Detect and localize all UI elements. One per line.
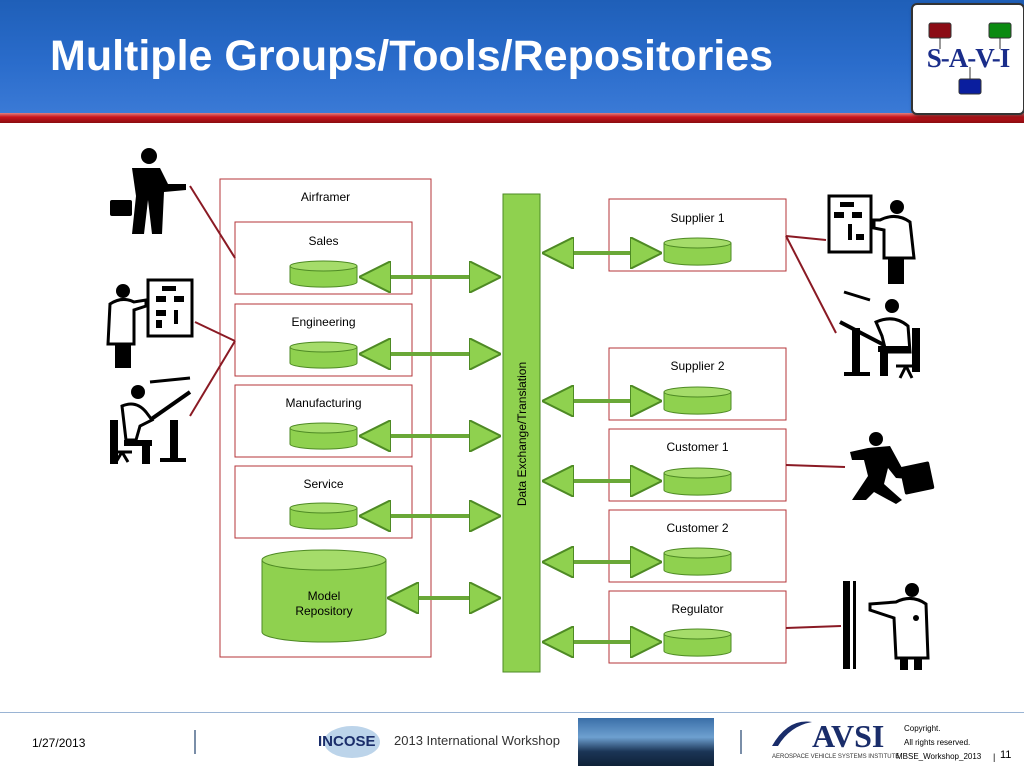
savi-logo: S-A-V-I [911,3,1024,115]
manufacturing-label: Manufacturing [285,396,362,410]
customer-1-repository-icon [663,467,732,496]
designer-connector [189,340,236,417]
manufacturing-repository-icon [289,422,358,450]
avsi-logo [768,716,892,764]
supplier-1-repository-icon [663,237,732,266]
header-divider [0,113,1024,123]
supplier-designer-icon [839,290,920,379]
sales-repository-icon [289,260,358,288]
footer-page-separator: | [993,752,996,762]
engineer-connector [194,321,236,342]
running-customer-icon [850,432,935,504]
avsi-swoosh-icon [772,721,812,746]
slide-header [0,0,1024,114]
incose-logo [316,720,386,764]
supplier-2-label: Supplier 2 [670,359,725,373]
copyright-line1: Copyright. [904,724,941,733]
sales-person-connector [189,185,236,259]
city-skyline-image [578,718,714,766]
footer-divider [0,712,1024,713]
model-repository-label-line2: Repository [295,604,353,618]
engineering-repository-icon [289,341,358,369]
supplier-1-label: Supplier 1 [670,211,725,225]
supplier-designer-connector [785,235,837,334]
footer-separators [194,730,742,754]
engineering-label: Engineering [291,315,356,329]
drafting-designer-icon [110,376,192,464]
customer-2-repository-icon [663,547,732,576]
model-repository-label-line1: Model [307,589,341,603]
service-label: Service [303,477,344,491]
copyright-line2: All rights reserved. [904,738,971,747]
supplier-engineer-icon [827,194,916,284]
customer-connector [785,464,846,468]
service-repository-icon [289,502,358,530]
avsi-subtitle: AEROSPACE VEHICLE SYSTEMS INSTITUTE [772,754,900,760]
model-repository-icon [261,549,387,643]
incose-logo-text: INCOSE [318,733,376,750]
avsi-logo-text: AVSI [812,718,885,754]
sales-label: Sales [308,234,339,248]
regulator-doctor-icon [843,581,930,670]
supplier-2-repository-icon [663,386,732,415]
customer-2-label: Customer 2 [666,521,729,535]
footer-filename: MBSE_Workshop_2013 [896,752,982,761]
workshop-title: 2013 International Workshop [394,733,560,748]
page-number: 11 [1000,749,1012,761]
footer-date: 1/27/2013 [32,736,86,750]
businessman-icon [110,148,186,234]
slide-title: Multiple Groups/Tools/Repositories [50,32,774,80]
savi-logo-graphic [928,22,1012,95]
data-exchange-bar [502,193,541,673]
supplier-engineer-connector [785,235,827,241]
regulator-connector [785,625,842,629]
airframer-label: Airframer [300,190,351,204]
regulator-repository-icon [663,628,732,657]
savi-logo-text: S-A-V-I [926,43,1011,73]
regulator-label: Regulator [671,602,724,616]
incose-globe-icon [324,726,380,758]
data-exchange-label: Data Exchange/Translation [515,361,529,507]
engineer-with-chart-icon [106,278,194,368]
customer-1-label: Customer 1 [666,440,729,454]
